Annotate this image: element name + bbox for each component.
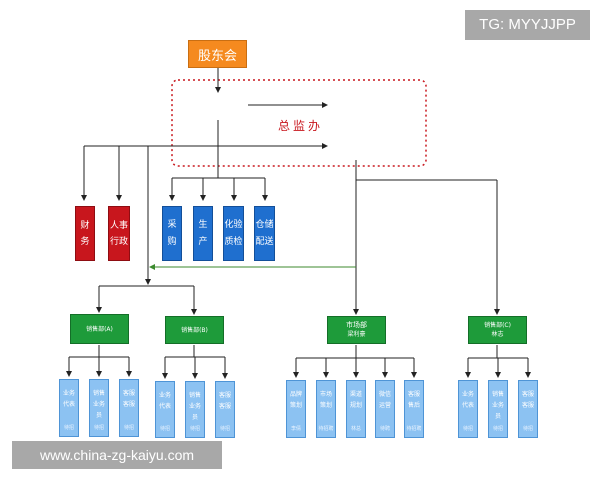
team-a-2-sub: 待招 xyxy=(93,425,104,431)
team-m-2[interactable]: 市场 策划 待招聘 xyxy=(316,380,336,438)
dept-finance[interactable]: 财 务 xyxy=(75,206,95,261)
supervision-frame xyxy=(171,79,427,167)
team-b-1-line-1: 业务 xyxy=(158,392,171,399)
team-m-5-line-1: 客服 xyxy=(407,391,420,398)
dept-qc-line-2: 质检 xyxy=(224,236,243,247)
team-m-4[interactable]: 微信 运营 待聘 xyxy=(375,380,395,438)
team-c-3-sub: 待招 xyxy=(522,426,533,432)
shareholders-label: 股东会 xyxy=(197,48,237,64)
dept-production-line-1: 生 xyxy=(198,219,208,230)
market-dept-head: 梁利豪 xyxy=(347,331,366,338)
team-m-3-line-1: 渠道 xyxy=(349,391,362,398)
dept-hr-line-2: 行政 xyxy=(109,236,128,247)
team-m-1-sub: 李倩 xyxy=(290,426,301,432)
team-a-3-line-2: 客服 xyxy=(122,401,135,408)
dept-hr-admin[interactable]: 人事 行政 xyxy=(108,206,130,261)
team-m-1[interactable]: 品牌 策划 李倩 xyxy=(286,380,306,438)
team-c-3-line-2: 客服 xyxy=(521,402,534,409)
team-c-1-sub: 待招 xyxy=(462,426,473,432)
team-b-3-line-1: 客服 xyxy=(218,392,231,399)
sales-dept-c-head: 林志 xyxy=(491,331,504,338)
team-b-2-line-1: 销售 xyxy=(188,392,201,399)
team-a-3-sub: 待招 xyxy=(123,425,134,431)
team-c-1-line-2: 代表 xyxy=(461,402,474,409)
team-a-2-line-1: 销售 xyxy=(92,390,105,397)
team-c-2-line-2: 业务 xyxy=(491,402,504,409)
team-b-2-sub: 待招 xyxy=(189,426,200,432)
team-m-3-sub: 林总 xyxy=(350,426,361,432)
supervision-label: 总监办 xyxy=(278,119,324,133)
team-c-3[interactable]: 客服 客服 待招 xyxy=(518,380,538,438)
market-dept-title: 市场部 xyxy=(346,321,367,329)
sales-dept-b[interactable]: 销售部(B) xyxy=(165,316,224,344)
team-b-1[interactable]: 业务 代表 待招 xyxy=(155,381,175,438)
dept-warehouse-line-1: 仓储 xyxy=(255,219,274,230)
team-c-2-sub: 待招 xyxy=(492,426,503,432)
team-b-1-sub: 待招 xyxy=(159,426,170,432)
dept-qc-line-1: 化验 xyxy=(224,219,243,230)
team-c-1-line-1: 业务 xyxy=(461,391,474,398)
team-a-1-line-1: 业务 xyxy=(62,390,75,397)
sales-dept-a[interactable]: 销售部(A) xyxy=(70,314,129,344)
team-m-1-line-1: 品牌 xyxy=(289,391,302,398)
team-m-5-line-2: 售后 xyxy=(407,402,420,409)
team-a-1-line-2: 代表 xyxy=(62,401,75,408)
team-b-3[interactable]: 客服 客服 待招 xyxy=(215,381,235,438)
team-m-1-line-2: 策划 xyxy=(289,402,302,409)
team-c-1[interactable]: 业务 代表 待招 xyxy=(458,380,478,438)
dept-warehouse-line-2: 配送 xyxy=(255,236,274,247)
team-a-1-sub: 待招 xyxy=(63,425,74,431)
team-b-1-line-2: 代表 xyxy=(158,403,171,410)
dept-production[interactable]: 生 产 xyxy=(193,206,213,261)
team-c-3-line-1: 客服 xyxy=(521,391,534,398)
team-a-2-line-2: 业务 xyxy=(92,401,105,408)
team-c-2[interactable]: 销售 业务 员 待招 xyxy=(488,380,508,438)
dept-qc[interactable]: 化验 质检 xyxy=(223,206,244,261)
dept-purchase-line-1: 采 xyxy=(167,219,177,230)
market-dept[interactable]: 市场部 梁利豪 xyxy=(327,316,386,344)
dept-hr-line-1: 人事 xyxy=(109,220,128,231)
team-m-2-line-2: 策划 xyxy=(319,402,332,409)
team-b-2-line-2: 业务 xyxy=(188,403,201,410)
team-m-4-line-2: 运营 xyxy=(378,402,391,409)
team-a-1[interactable]: 业务 代表 待招 xyxy=(59,379,79,437)
url-watermark: www.china-zg-kaiyu.com xyxy=(12,441,222,469)
team-b-2[interactable]: 销售 业务 员 待招 xyxy=(185,381,205,438)
team-m-2-line-1: 市场 xyxy=(319,391,332,398)
team-m-5[interactable]: 客服 售后 待招聘 xyxy=(404,380,424,438)
tg-watermark: TG: MYYJJPP xyxy=(465,10,590,40)
shareholders-box[interactable]: 股东会 xyxy=(188,40,247,68)
team-a-3[interactable]: 客服 客服 待招 xyxy=(119,379,139,437)
sales-dept-c[interactable]: 销售部(C) 林志 xyxy=(468,316,527,344)
team-c-2-line-1: 销售 xyxy=(491,391,504,398)
team-c-2-line-3: 员 xyxy=(494,413,501,420)
team-m-3-line-2: 规划 xyxy=(349,402,362,409)
sales-dept-c-title: 销售部(C) xyxy=(484,322,511,329)
team-a-2[interactable]: 销售 业务 员 待招 xyxy=(89,379,109,437)
team-m-5-sub: 待招聘 xyxy=(406,426,422,432)
team-m-2-sub: 待招聘 xyxy=(318,426,334,432)
sales-dept-a-title: 销售部(A) xyxy=(86,325,113,333)
team-m-4-line-1: 微信 xyxy=(378,391,391,398)
team-m-4-sub: 待聘 xyxy=(379,426,390,432)
dept-production-line-2: 产 xyxy=(198,236,208,247)
team-a-3-line-1: 客服 xyxy=(122,390,135,397)
dept-finance-line-2: 务 xyxy=(80,236,90,247)
dept-warehouse[interactable]: 仓储 配送 xyxy=(254,206,275,261)
team-a-2-line-3: 员 xyxy=(95,412,102,419)
dept-purchase[interactable]: 采 购 xyxy=(162,206,182,261)
dept-purchase-line-2: 购 xyxy=(167,236,177,247)
dept-finance-line-1: 财 xyxy=(80,220,90,231)
team-b-3-sub: 待招 xyxy=(219,426,230,432)
team-b-3-line-2: 客服 xyxy=(218,403,231,410)
team-m-3[interactable]: 渠道 规划 林总 xyxy=(346,380,366,438)
team-b-2-line-3: 员 xyxy=(191,414,198,421)
sales-dept-b-title: 销售部(B) xyxy=(181,326,208,334)
